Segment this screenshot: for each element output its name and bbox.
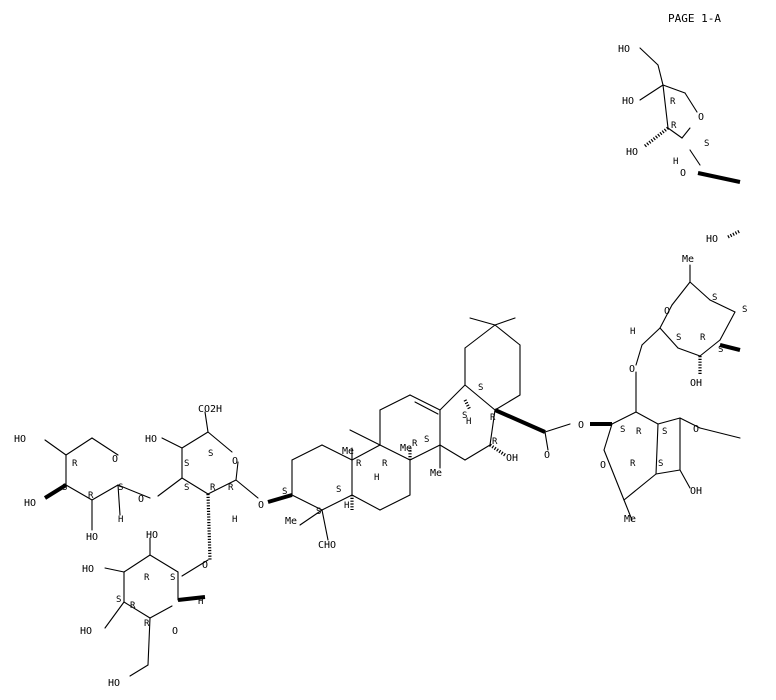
glucuronic-acid-ring-oxygen: O: [232, 456, 238, 467]
aglycone-me-c4-label: Me: [285, 516, 297, 527]
glucose-oh-3-label: HO: [82, 564, 94, 575]
glucuronic-acid-carboxyl-label: CO2H: [198, 404, 222, 415]
rhamnose-anomeric-h: H: [630, 327, 635, 337]
glucose-glycosidic-oxygen: O: [202, 560, 208, 571]
fucose-ring: [590, 371, 741, 521]
aglycone-stereo-c16-b: R: [492, 437, 498, 447]
glucose-oh-2-label: HO: [146, 530, 158, 541]
xylose-stereo-c3: S: [62, 483, 67, 493]
apiose-stereo-c3: R: [670, 97, 676, 107]
glucose-ring-oxygen: O: [172, 626, 178, 637]
xylose-anomeric-h: H: [118, 515, 123, 525]
aglycone-h-9: H: [374, 473, 379, 483]
glucose-oh-4-label: HO: [80, 626, 92, 637]
xylose-stereo-c1: S: [118, 483, 123, 493]
fucose-stereo-c1: S: [620, 425, 625, 435]
rhamnose-oh-label: OH: [690, 378, 702, 389]
rhamnose-stereo-c1: S: [676, 333, 681, 343]
aglycone-stereo-c10: R: [356, 459, 362, 469]
hashed-bond: [727, 229, 741, 239]
glucose-ch2oh-label: HO: [108, 678, 120, 689]
aglycone-stereo-c17: S: [462, 411, 467, 421]
apiose-glycosidic-oxygen: O: [680, 168, 686, 179]
rhamnose-stereo-c4: S: [742, 305, 747, 315]
aglycone-me-c10-label: Me: [342, 446, 354, 457]
fucose-stereo-c4: S: [658, 459, 663, 469]
apiose-oh-2-label: HO: [626, 147, 638, 158]
rhamnose-stereo-c5: S: [712, 293, 717, 303]
aglycone-stereo-c16: R: [490, 413, 496, 423]
aglycone-stereo-c9: R: [382, 459, 388, 469]
aglycone-stereo-c4: S: [316, 507, 321, 517]
xylose-ring: [43, 437, 151, 531]
aglycone-cho-label: CHO: [318, 540, 336, 551]
triterpene-core: [267, 317, 571, 541]
fucose-stereo-c3: S: [662, 427, 667, 437]
aglycone-stereo-c5: S: [336, 485, 341, 495]
aglycone-stereo-c8: R: [412, 439, 418, 449]
xylose-oh-4-label: HO: [14, 434, 26, 445]
rhamnose-ring-oxygen: O: [664, 306, 670, 317]
aglycone-me-c14-label: Me: [430, 468, 442, 479]
glucose-stereo-c3: S: [116, 595, 121, 605]
fucose-ester-oxygen: O: [578, 420, 584, 431]
ester-carbonyl-oxygen: O: [544, 450, 550, 461]
glucose-stereo-c5: R: [144, 619, 150, 629]
page-label: PAGE 1-A: [668, 12, 721, 25]
glucose-stereo-c1: S: [170, 573, 175, 583]
aglycone-stereo-c3: S: [282, 487, 287, 497]
xylose-glycosidic-oxygen: O: [138, 494, 144, 505]
rhamnose-4-oh-label: HO: [706, 234, 718, 245]
rhamnose-linkage-oxygen: O: [629, 364, 635, 375]
glucuronic-acid-stereo-c4: S: [184, 459, 189, 469]
glucuronic-acid-stereo-c1: R: [228, 483, 234, 493]
glucuronic-acid-stereo-c5: S: [208, 449, 213, 459]
apiose-ring: [639, 47, 741, 184]
glucuronic-acid-oh-label: HO: [145, 434, 157, 445]
glucose-anomeric-h: H: [198, 597, 203, 607]
aglycone-h-5: H: [344, 501, 349, 511]
rhamnose-ring: [635, 264, 741, 375]
apiose-oh-3-label: HO: [622, 96, 634, 107]
aglycone-c16-oh-label: OH: [506, 453, 518, 464]
glucose-stereo-c4: R: [130, 601, 136, 611]
aglycone-stereo-c14: S: [424, 435, 429, 445]
aglycone-glycosidic-oxygen: O: [258, 500, 264, 511]
fucose-stereo-c2: R: [636, 427, 642, 437]
apiose-anomeric-h: H: [673, 157, 678, 167]
glucuronic-acid-ring: [157, 411, 259, 561]
apiose-stereo-c2: R: [671, 121, 677, 131]
xylose-oh-3-label: HO: [24, 498, 36, 509]
aglycone-me-c8-label: Me: [400, 443, 412, 454]
apiose-ring-oxygen: O: [698, 112, 704, 123]
apiose-ch2oh-label: HO: [618, 44, 630, 55]
apiose-stereo-c1: S: [704, 139, 709, 149]
fucose-oh-label: OH: [690, 486, 702, 497]
glucose-stereo-c2: R: [144, 573, 150, 583]
rhamnose-stereo-c3: S: [718, 345, 723, 355]
xylose-oh-2-label: HO: [86, 532, 98, 543]
glucose-ring: [104, 537, 209, 677]
aglycone-stereo-c18: S: [478, 383, 483, 393]
glucuronic-acid-anomeric-h: H: [232, 515, 237, 525]
glucuronic-acid-stereo-c2: R: [210, 483, 216, 493]
xylose-stereo-c2: R: [88, 491, 94, 501]
aglycone-h-18: H: [466, 417, 471, 427]
xylose-stereo-c4: R: [72, 459, 78, 469]
fucose-methoxy-oxygen: O: [693, 424, 699, 435]
glucuronic-acid-stereo-c3: S: [184, 483, 189, 493]
rhamnose-stereo-c2: R: [700, 333, 706, 343]
fucose-methyl-label: Me: [624, 514, 636, 525]
xylose-ring-oxygen: O: [112, 454, 118, 465]
fucose-stereo-c5: R: [630, 459, 636, 469]
fucose-ring-oxygen: O: [600, 460, 606, 471]
rhamnose-methyl-label: Me: [682, 254, 694, 265]
